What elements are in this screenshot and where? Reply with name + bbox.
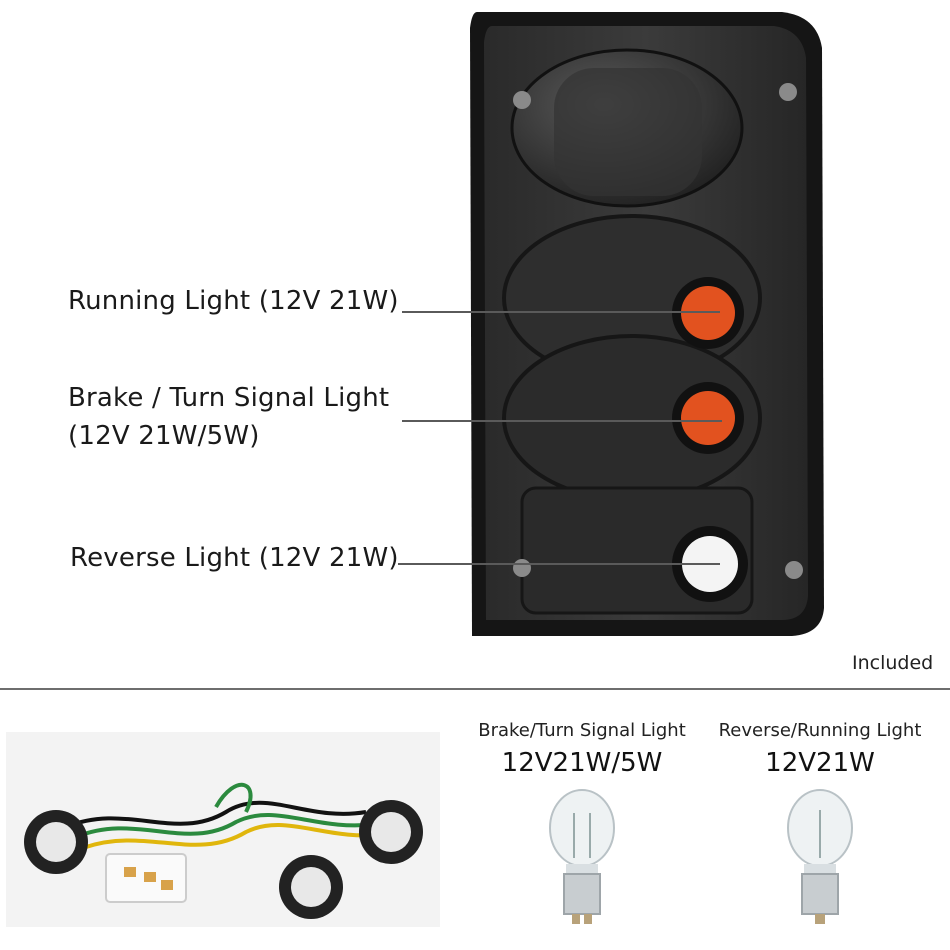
running-light-label: Running Light (12V 21W) (68, 286, 399, 316)
brake-turn-spec: (12V 21W/5W) (68, 421, 260, 451)
bulb-reverse-running-caption: Reverse/Running Light (718, 720, 922, 741)
running-light-leader (402, 311, 720, 313)
reverse-light-label: Reverse Light (12V 21W) (70, 543, 399, 573)
section-divider (0, 688, 950, 690)
brake-turn-leader (402, 420, 722, 422)
wiring-harness (6, 732, 440, 927)
brake-turn-label: Brake / Turn Signal Light (68, 383, 390, 413)
bulb-reverse-running-image (787, 789, 853, 924)
bulb-brake-turn-caption: Brake/Turn Signal Light (478, 720, 686, 741)
included-label: Included (852, 652, 934, 674)
bulb-brake-turn-spec: 12V21W/5W (501, 748, 663, 778)
bulb-brake-turn-image (549, 789, 615, 924)
bulb-reverse-running-spec: 12V21W (765, 748, 875, 778)
reverse-light-leader (398, 563, 720, 565)
tail-light-housing (470, 12, 824, 636)
